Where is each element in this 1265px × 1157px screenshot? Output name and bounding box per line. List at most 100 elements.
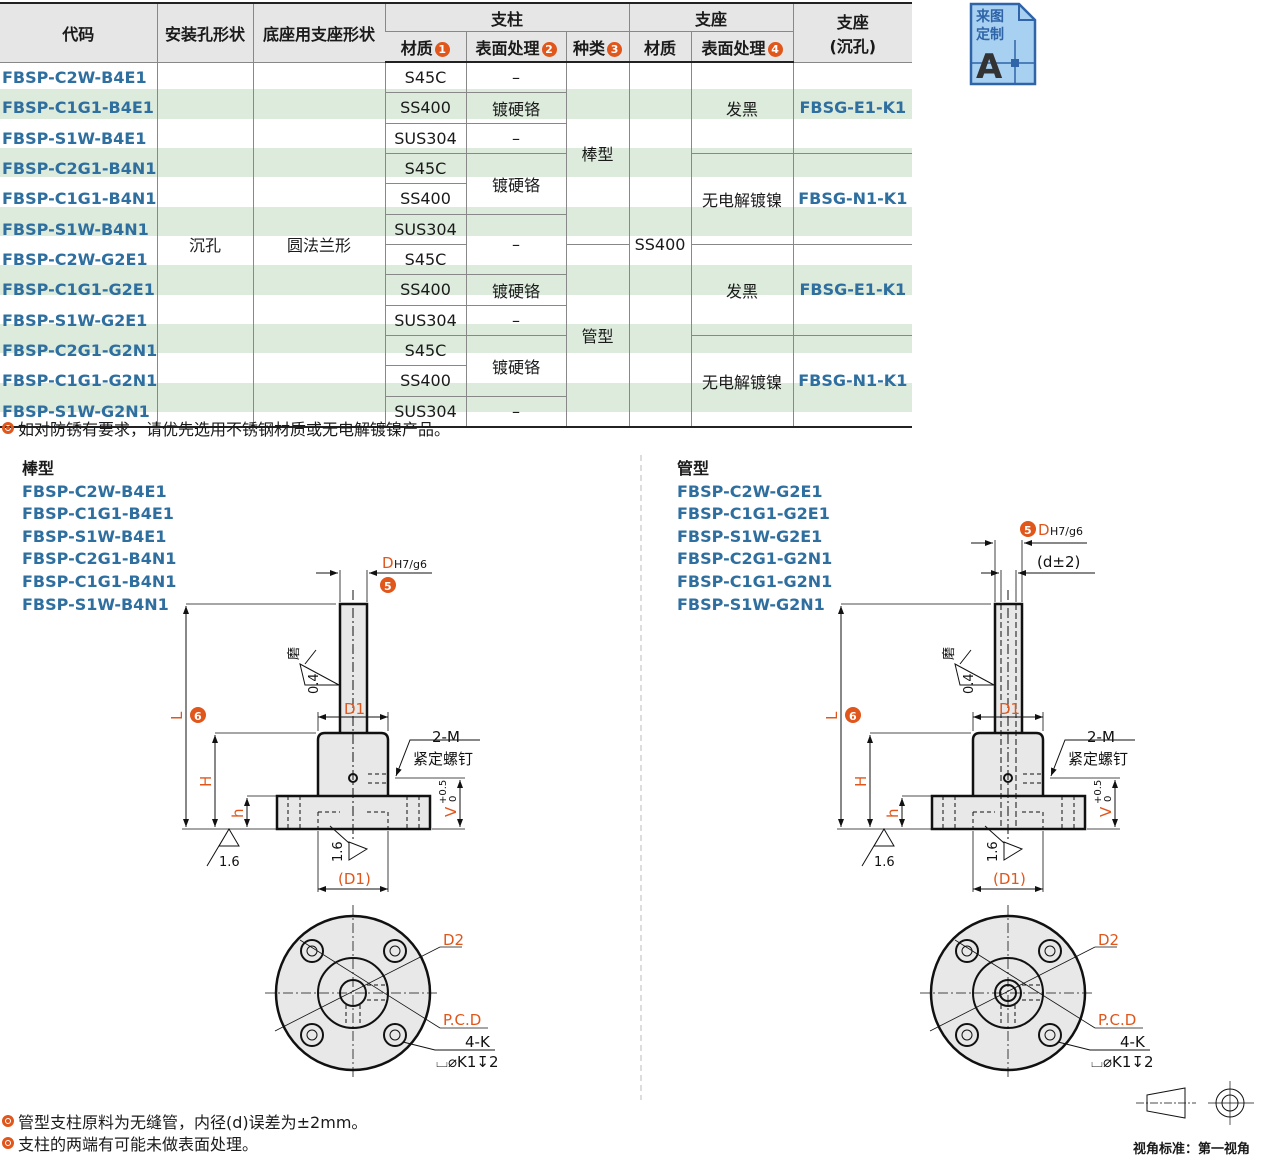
seat-surface-cell: 无电解镀镍: [690, 335, 794, 428]
view-standard-label: 视角标准：第一视角: [1133, 1142, 1251, 1157]
grind-label: 磨: [287, 647, 302, 660]
dim-V-tol-up: +0.5: [438, 780, 449, 804]
custom-drawing-badge[interactable]: 来图 定制 A: [969, 2, 1037, 87]
list-item[interactable]: FBSP-C1G1-B4N1: [22, 571, 177, 591]
surface-cell: –: [465, 396, 566, 428]
material-cell: S45C: [384, 244, 466, 276]
tube-type-list: 管型 FBSP-C2W-G2E1 FBSP-C1G1-G2E1 FBSP-S1W…: [677, 458, 832, 616]
dim-D: D: [1038, 521, 1050, 539]
surface-cell: –: [465, 123, 566, 154]
dim-K1: ⌴⌀K1↧2: [1091, 1053, 1154, 1071]
code-cell[interactable]: FBSP-C1G1-G2N1: [2, 371, 158, 391]
table-row: FBSP-C1G1-G2E1 SS400 镀硬铬: [0, 274, 912, 306]
header-seat-material: 材质: [628, 31, 692, 63]
dim-L: L: [823, 711, 841, 720]
list-item[interactable]: FBSP-S1W-B4N1: [22, 594, 169, 614]
surface-cell: –: [465, 214, 566, 276]
code-cell[interactable]: FBSP-S1W-B4E1: [2, 128, 147, 148]
dim-PCD: P.C.D: [1098, 1011, 1136, 1029]
list-item[interactable]: FBSP-C1G1-B4E1: [22, 504, 174, 524]
code-cell[interactable]: FBSP-S1W-G2E1: [2, 310, 148, 330]
code-cell[interactable]: FBSP-C1G1-B4E1: [2, 98, 154, 118]
dim-V-tol-low: 0: [1103, 796, 1114, 802]
custom-badge-line1: 来图: [975, 9, 1004, 25]
list-item[interactable]: FBSP-C1G1-G2E1: [677, 504, 830, 524]
roughness-16-bottom: 1.6: [986, 841, 1001, 862]
code-cell[interactable]: FBSP-C2G1-B4N1: [2, 159, 157, 179]
list-item[interactable]: FBSP-C1G1-G2N1: [677, 571, 833, 591]
roughness-16: 1.6: [874, 855, 895, 870]
code-cell[interactable]: FBSP-C2G1-G2N1: [2, 341, 158, 361]
dim-D-tol: H7/g6: [1050, 525, 1083, 538]
dim-PCD: P.C.D: [443, 1011, 481, 1029]
dim-h: h: [884, 808, 902, 818]
badge-6-icon: [190, 707, 206, 723]
material-cell: SS400: [384, 274, 466, 306]
material-cell: S45C: [384, 335, 466, 367]
list-item[interactable]: FBSP-S1W-G2E1: [677, 526, 823, 546]
roughness-04: 0.4: [962, 673, 977, 694]
dim-L: L: [168, 711, 186, 720]
dim-D1-paren: (D1): [993, 870, 1026, 888]
material-cell: SUS304: [384, 214, 466, 245]
note-rust: 如对防锈有要求，请优先选用不锈钢材质或无电解镀镍产品。: [2, 416, 450, 440]
dim-D: D: [382, 554, 394, 572]
dim-D1: D1: [344, 700, 365, 718]
list-item[interactable]: FBSP-S1W-G2N1: [677, 594, 825, 614]
table-row: FBSP-C1G1-G2N1 SS400: [0, 365, 912, 397]
surface-cell: –: [465, 62, 566, 94]
seat-code-cell[interactable]: FBSG-N1-K1: [792, 335, 913, 428]
dim-D2: D2: [1098, 931, 1119, 949]
list-item[interactable]: FBSP-S1W-B4E1: [22, 526, 167, 546]
list-item[interactable]: FBSP-C2W-G2E1: [677, 481, 823, 501]
tube-dimension-labels: 5 D H7/g6 (d±2) 6 L H h D1 (D1) 2-M 紧定螺钉…: [823, 521, 1128, 888]
material-cell: S45C: [384, 153, 466, 185]
list-item[interactable]: FBSP-C2W-B4E1: [22, 481, 167, 501]
rod-bottom-view: [265, 905, 495, 1080]
code-cell[interactable]: FBSP-C2W-G2E1: [2, 250, 148, 270]
seat-code-cell[interactable]: FBSG-E1-K1: [792, 244, 913, 336]
list-item[interactable]: FBSP-C2G1-B4N1: [22, 549, 177, 569]
code-cell[interactable]: FBSP-C2W-B4E1: [2, 68, 147, 88]
code-cell[interactable]: FBSP-S1W-G2N1: [2, 401, 150, 421]
rod-bottom-labels: D2 P.C.D 4-K ⌴⌀K1↧2: [436, 931, 499, 1071]
code-cell[interactable]: FBSP-S1W-B4N1: [2, 219, 149, 239]
header-seat-sink: 支座 (沉孔): [792, 3, 913, 63]
dim-H: H: [197, 776, 215, 787]
label: 表面处理: [701, 38, 766, 58]
custom-badge-line2: 定制: [976, 26, 1004, 43]
base-shape-cell: 圆法兰形: [252, 62, 385, 428]
surface-cell: –: [465, 305, 566, 336]
header-seat-sink-sub: (沉孔): [829, 36, 877, 56]
badge-6-icon: [845, 707, 861, 723]
badge-5-icon: [1020, 521, 1036, 537]
first-angle-projection-icon: [1136, 1081, 1254, 1125]
seat-code-cell[interactable]: FBSG-E1-K1: [792, 62, 913, 154]
badge-2: 2: [541, 41, 557, 57]
dim-V: V: [442, 806, 460, 817]
header-seat-sink-label: 支座: [836, 12, 869, 32]
dim-M: 2-M: [1087, 728, 1115, 746]
surface-cell: 镀硬铬: [465, 274, 566, 306]
header-code: 代码: [0, 3, 157, 63]
table-row: FBSP-C1G1-B4N1 SS400: [0, 183, 912, 215]
badge-5: 5: [384, 580, 392, 593]
note-text: 支柱的两端有可能未做表面处理。: [18, 1135, 259, 1154]
code-cell[interactable]: FBSP-C1G1-G2E1: [2, 280, 155, 300]
rod-type-list: 棒型 FBSP-C2W-B4E1 FBSP-C1G1-B4E1 FBSP-S1W…: [22, 458, 176, 616]
list-item[interactable]: FBSP-C2G1-G2N1: [677, 549, 833, 569]
material-cell: SS400: [384, 183, 466, 215]
header-seat: 支座: [628, 3, 794, 32]
dim-K1: ⌴⌀K1↧2: [436, 1053, 499, 1071]
code-cell[interactable]: FBSP-C1G1-B4N1: [2, 189, 157, 209]
seat-code-cell[interactable]: FBSG-N1-K1: [792, 153, 913, 245]
seat-material-cell: SS400: [628, 62, 692, 428]
dim-M: 2-M: [432, 728, 460, 746]
badge-6: 6: [849, 710, 857, 723]
